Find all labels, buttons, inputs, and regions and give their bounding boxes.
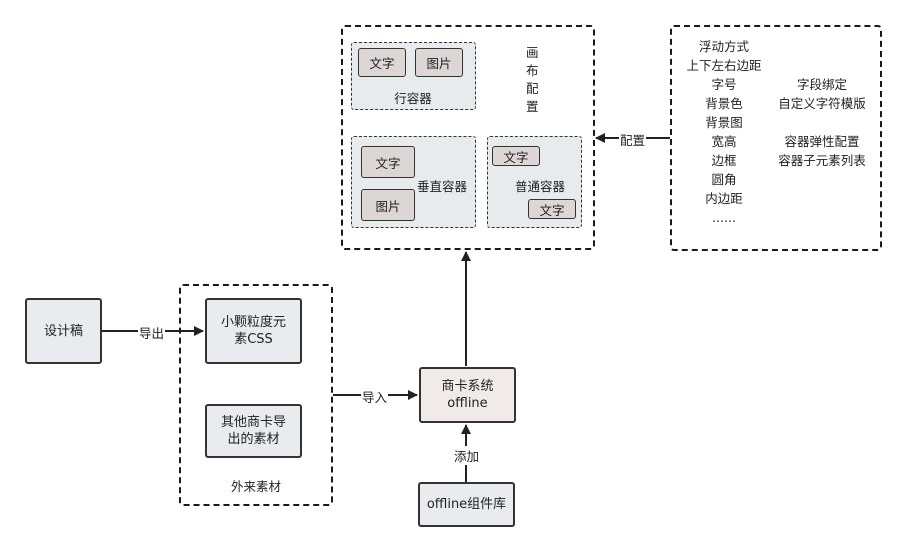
config-options-panel: 浮动方式 上下左右边距 字号 背景色 背景图 宽高 边框 圆角 内边距 ....…: [670, 25, 882, 251]
other-assets-node: 其他商卡导出的素材: [205, 404, 302, 458]
normal-container-text-chip-top: 文字: [492, 146, 540, 166]
option-children-list: 容器子元素列表: [778, 153, 866, 168]
edge-label-export: 导出: [138, 323, 166, 342]
edge-label-add: 添加: [453, 446, 481, 465]
offline-system-node: 商卡系统 offline: [419, 367, 516, 423]
option-bg-color: 背景色: [705, 96, 743, 111]
external-assets-label: 外来素材: [230, 479, 281, 494]
option-bg-image: 背景图: [705, 115, 743, 130]
option-radius: 圆角: [711, 172, 737, 187]
container-options-list: 容器弹性配置 容器子元素列表: [770, 132, 874, 170]
edge-label-configure: 配置: [619, 130, 647, 149]
option-float: 浮动方式: [698, 39, 749, 54]
row-container-label: 行容器: [394, 91, 432, 106]
canvas-config-title: 画 布 配 置: [526, 44, 544, 116]
component-library-node: offline组件库: [418, 482, 515, 527]
binding-options-list: 字段绑定 自定义字符模版: [770, 75, 874, 113]
design-draft-node: 设计稿: [25, 298, 102, 364]
row-container: 文字 图片 行容器: [351, 42, 476, 110]
normal-container-label: 普通容器: [515, 179, 566, 194]
canvas-title-char: 置: [526, 99, 539, 114]
normal-container-text-chip-bottom: 文字: [528, 199, 576, 219]
normal-container: 文字 普通容器 文字: [487, 136, 582, 228]
option-custom-template: 自定义字符模版: [778, 96, 866, 111]
option-font-size: 字号: [711, 77, 737, 92]
row-container-image-chip: 图片: [415, 48, 463, 77]
external-assets-group: 外来素材: [179, 284, 333, 506]
canvas-title-char: 布: [526, 63, 539, 78]
vertical-container-image-chip: 图片: [361, 189, 415, 221]
option-flex-config: 容器弹性配置: [784, 134, 860, 149]
small-css-node: 小颗粒度元素CSS: [205, 298, 302, 364]
option-more: ......: [712, 210, 736, 225]
canvas-config-group: [341, 25, 595, 250]
canvas-title-char: 画: [526, 45, 539, 60]
canvas-title-char: 配: [526, 81, 539, 96]
row-container-text-chip: 文字: [358, 48, 406, 77]
option-size: 宽高: [711, 134, 737, 149]
option-margin: 上下左右边距: [686, 58, 762, 73]
option-border: 边框: [711, 153, 737, 168]
option-field-binding: 字段绑定: [796, 77, 847, 92]
option-padding: 内边距: [705, 191, 743, 206]
vertical-container-text-chip: 文字: [361, 146, 415, 178]
edge-label-import: 导入: [361, 387, 389, 406]
vertical-container: 文字 图片 垂直容器: [351, 136, 476, 228]
style-options-list: 浮动方式 上下左右边距 字号 背景色 背景图 宽高 边框 圆角 内边距 ....…: [674, 37, 774, 227]
vertical-container-label: 垂直容器: [417, 179, 468, 194]
